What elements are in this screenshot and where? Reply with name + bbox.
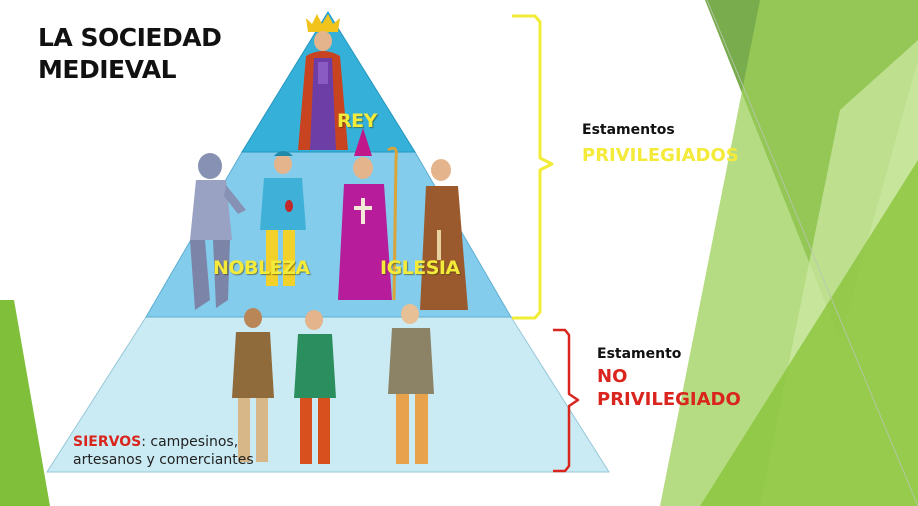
deco-right-green-shape-mid [700, 160, 918, 506]
privileged-bracket [512, 14, 554, 320]
knight-figure [190, 153, 246, 310]
tier-label-nobleza: NOBLEZA [213, 257, 310, 279]
title-line-1: LA SOCIEDAD [38, 23, 222, 52]
monk-figure [420, 159, 468, 310]
slide-title: LA SOCIEDAD MEDIEVAL [38, 22, 222, 86]
non-privileged-label-line-1: NO [597, 366, 628, 387]
non-privileged-bracket [553, 328, 580, 473]
title-line-2: MEDIEVAL [38, 55, 177, 84]
peasant-figure-3 [388, 304, 434, 464]
king-figure [298, 14, 348, 150]
privileged-estamentos-word: Estamentos [582, 122, 675, 138]
siervos-description: : campesinos, artesanos y comerciantes [73, 434, 254, 468]
peasant-figure-1 [232, 308, 274, 462]
tier-label-siervos: SIERVOS: campesinos, artesanos y comerci… [73, 433, 273, 469]
non-privileged-label-line-2: PRIVILEGIADO [597, 389, 741, 410]
deco-thin-line [706, 0, 918, 506]
deco-left-green-shape [0, 300, 50, 506]
non-privileged-estamento-word: Estamento [597, 346, 682, 362]
tier-label-rey: REY [337, 110, 377, 132]
siervos-name: SIERVOS [73, 434, 142, 450]
tier-label-iglesia: IGLESIA [380, 257, 460, 279]
bishop-figure [338, 128, 398, 301]
privileged-label: PRIVILEGIADOS [582, 145, 739, 166]
peasant-figure-2 [294, 310, 336, 464]
noble-figure [260, 151, 306, 286]
